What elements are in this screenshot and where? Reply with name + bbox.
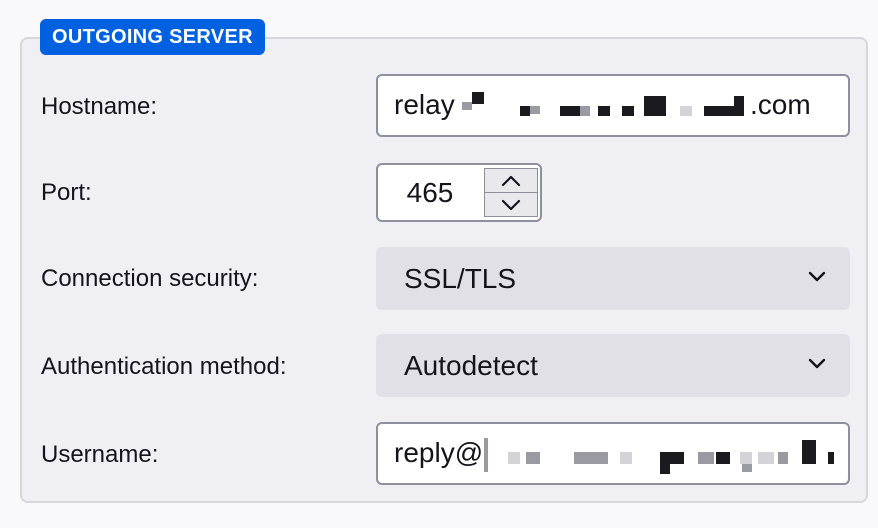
hostname-redacted <box>462 76 782 135</box>
hostname-field[interactable]: relay .com <box>376 74 850 137</box>
auth-method-label: Authentication method: <box>41 353 287 380</box>
port-decrement-button[interactable] <box>485 193 537 216</box>
port-stepper <box>484 168 538 217</box>
connection-security-select[interactable]: SSL/TLS <box>376 247 850 310</box>
connection-security-value: SSL/TLS <box>404 263 517 294</box>
chevron-up-icon <box>501 175 521 187</box>
port-value: 465 <box>406 177 454 208</box>
section-legend: OUTGOING SERVER <box>40 19 265 55</box>
chevron-down-icon <box>808 271 826 283</box>
auth-method-select[interactable]: Autodetect <box>376 334 850 397</box>
auth-method-value: Autodetect <box>404 350 538 381</box>
username-redacted <box>484 424 834 483</box>
username-field[interactable]: reply@ <box>376 422 850 485</box>
hostname-label: Hostname: <box>41 93 158 120</box>
port-spinbox[interactable]: 465 <box>376 163 542 222</box>
connection-security-label: Connection security: <box>41 265 259 292</box>
hostname-value-prefix: relay <box>394 89 455 120</box>
port-label: Port: <box>41 179 92 206</box>
chevron-down-icon <box>808 358 826 370</box>
chevron-down-icon <box>501 199 521 211</box>
port-increment-button[interactable] <box>485 169 537 193</box>
hostname-value-suffix: .com <box>750 89 811 120</box>
username-label: Username: <box>41 441 159 468</box>
username-value-prefix: reply@ <box>394 437 484 468</box>
